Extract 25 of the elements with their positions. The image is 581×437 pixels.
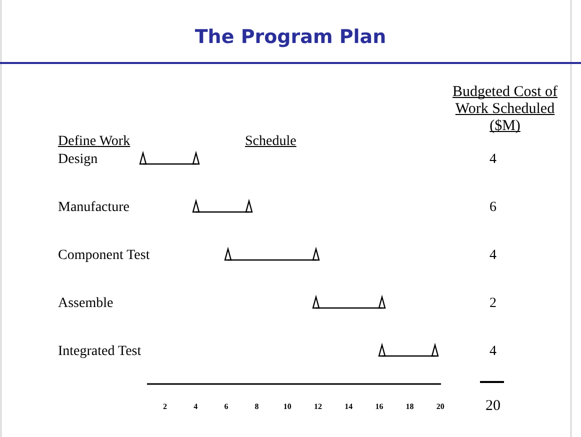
column-header: Budgeted Cost of Work Scheduled ($M) — [452, 84, 558, 135]
task-label: Component Test — [58, 248, 150, 264]
total-value: 20 — [484, 398, 502, 415]
cost-value: 4 — [488, 344, 498, 360]
column-header: Define Work — [58, 134, 130, 150]
title-text: The Program Plan — [194, 26, 388, 48]
tick-label: 4 — [192, 402, 199, 411]
task-label: Design — [58, 152, 98, 168]
task-label: Assemble — [58, 296, 114, 312]
tick-label: 2 — [162, 402, 168, 411]
cost-value: 4 — [488, 152, 498, 168]
task-label: Integrated Test — [58, 344, 142, 360]
cost-value: 6 — [488, 200, 498, 216]
tick-label: 12 — [313, 402, 323, 411]
tick-label: 18 — [404, 402, 415, 411]
task-label: Manufacture — [58, 200, 130, 216]
tick-label: 10 — [282, 402, 292, 411]
tick-label: 8 — [254, 402, 260, 411]
tick-label: 14 — [344, 402, 354, 411]
tick-label: 20 — [435, 402, 446, 411]
cost-value: 2 — [488, 296, 498, 312]
cost-value: 4 — [488, 248, 498, 264]
tick-label: 6 — [223, 402, 230, 411]
tick-label: 16 — [374, 402, 384, 411]
column-header: Schedule — [245, 134, 296, 150]
